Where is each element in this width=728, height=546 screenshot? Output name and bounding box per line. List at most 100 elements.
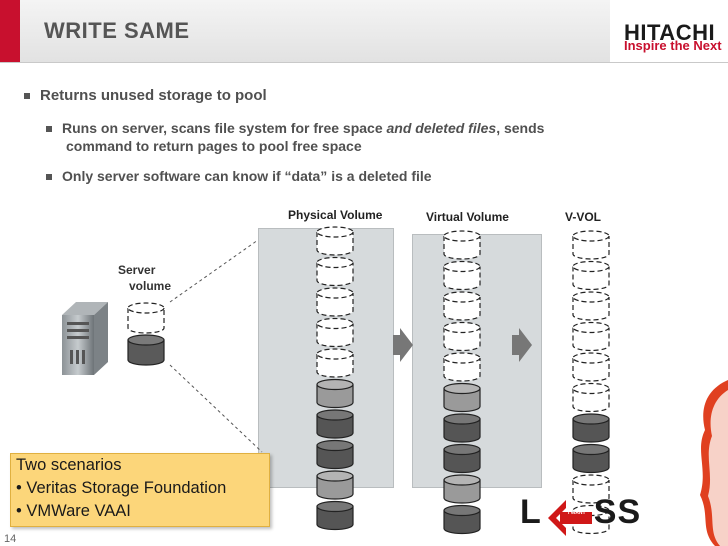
volume-label: volume (129, 279, 172, 293)
bullet-sub-1: Runs on server, scans file system for fr… (46, 118, 544, 138)
volume-cylinder (572, 358, 610, 382)
scenarios-callout: Two scenarios • Veritas Storage Foundati… (10, 453, 270, 527)
page-number: 14 (4, 533, 17, 545)
volume-cylinder (316, 323, 354, 348)
volume-cylinder-top (316, 378, 354, 391)
volume-cylinder (443, 480, 481, 504)
vvol-label: V-VOL (565, 210, 602, 224)
volume-cylinder-top (572, 291, 610, 303)
volume-cylinder-top (316, 226, 354, 238)
accent-bar (0, 0, 20, 62)
scenario-item-vmware: • VMWare VAAI (16, 502, 131, 520)
volume-cylinder-top (572, 321, 610, 334)
volume-cylinder (443, 266, 481, 291)
volume-cylinder-top (443, 474, 481, 486)
physical-volume-label: Physical Volume (288, 208, 383, 222)
volume-cylinder (316, 232, 354, 256)
volume-cylinder-top (316, 287, 354, 299)
bullet-sub2-text: Only server software can know if “data” … (62, 168, 432, 184)
bullet-main-text: Returns unused storage to pool (40, 87, 267, 104)
volume-cylinder-top (443, 230, 481, 242)
volume-cylinder (443, 510, 481, 535)
volume-cylinder (316, 476, 354, 500)
connector-line-top (169, 239, 259, 303)
virtual-volume-cylinders (443, 230, 481, 535)
bullet-square-icon (46, 174, 52, 181)
volume-cylinder (316, 384, 354, 409)
volume-cylinder (316, 293, 354, 317)
physical-volume-cylinders (316, 226, 354, 531)
volume-cylinder-top (316, 348, 354, 360)
volume-cylinder-top (572, 230, 610, 242)
volume-cylinder-top (316, 470, 354, 482)
volume-cylinder-top (443, 260, 481, 273)
volume-cylinder-top (316, 409, 354, 421)
logo-background (610, 0, 728, 62)
server-label: Server (118, 263, 156, 277)
volume-cylinder-top (572, 413, 610, 425)
volume-cylinder (316, 354, 354, 378)
volume-cylinder (572, 297, 610, 321)
volume-cylinder-top (316, 317, 354, 330)
scenario-item-veritas: • Veritas Storage Foundation (16, 479, 227, 497)
header-bar: WRITE SAME HITACHI Inspire the Next (0, 0, 728, 63)
volume-cylinder-top (316, 256, 354, 269)
less-logo-left: L (520, 493, 542, 531)
volume-cylinder-top (572, 382, 610, 395)
volume-cylinder (572, 266, 610, 291)
less-logo-sub: I WANT (568, 510, 586, 516)
right-arrow-icon (512, 328, 532, 362)
volume-cylinder-top (572, 474, 610, 486)
volume-cylinder (443, 388, 481, 413)
volume-cylinder (443, 327, 481, 352)
bullet-sub-1-line2: command to return pages to pool free spa… (66, 138, 362, 154)
logo-tagline: Inspire the Next (624, 38, 722, 53)
bullet-square-icon (24, 93, 30, 100)
bullet-main: Returns unused storage to pool (24, 86, 267, 106)
volume-cylinder (443, 236, 481, 260)
virtual-volume-label: Virtual Volume (426, 210, 509, 224)
volume-cylinder-top (316, 500, 354, 513)
volume-cylinder (316, 506, 354, 531)
volume-cylinder (443, 297, 481, 321)
volume-cylinder (572, 236, 610, 260)
volume-cylinder (443, 358, 481, 382)
slide-title: WRITE SAME (44, 18, 190, 43)
less-logo-right: SS (593, 493, 642, 531)
vvol-cylinders (572, 230, 610, 535)
volume-cylinder-top (443, 443, 481, 456)
volume-cylinder (572, 480, 610, 504)
server-volume-cylinders (127, 302, 165, 366)
volume-cylinder (572, 449, 610, 474)
volume-cylinder-top (316, 439, 354, 452)
bullet-sub1-italic: and deleted files (386, 120, 497, 136)
volume-cylinder (316, 445, 354, 470)
volume-cylinder-top (443, 352, 481, 364)
volume-cylinder (572, 388, 610, 413)
bullet-square-icon (46, 126, 52, 133)
server-tower-icon (62, 302, 108, 375)
volume-cylinder (443, 449, 481, 474)
connector-line-bottom (169, 364, 263, 453)
bullet-sub-2: Only server software can know if “data” … (46, 166, 432, 186)
hitachi-logo: HITACHI (624, 20, 716, 45)
volume-cylinder (316, 262, 354, 287)
volume-cylinder-top (572, 443, 610, 456)
volume-cylinder (443, 419, 481, 443)
bullet-sub1-text: Runs on server, scans file system for fr… (62, 120, 387, 136)
decorative-red-shape (700, 380, 728, 546)
less-logo: L SS (520, 493, 641, 532)
volume-cylinder (572, 419, 610, 443)
volume-cylinder-top (443, 382, 481, 395)
volume-cylinder-top (443, 321, 481, 334)
volume-cylinder (316, 415, 354, 439)
volume-cylinder-top (443, 504, 481, 517)
bullet-sub1-text-end: , sends (496, 120, 545, 136)
less-logo-arrow-icon (548, 500, 592, 536)
right-arrow-icon (393, 328, 413, 362)
volume-cylinder-top (572, 260, 610, 273)
volume-cylinder-top (572, 352, 610, 364)
volume-cylinder (572, 327, 610, 352)
volume-cylinder-top (443, 291, 481, 303)
